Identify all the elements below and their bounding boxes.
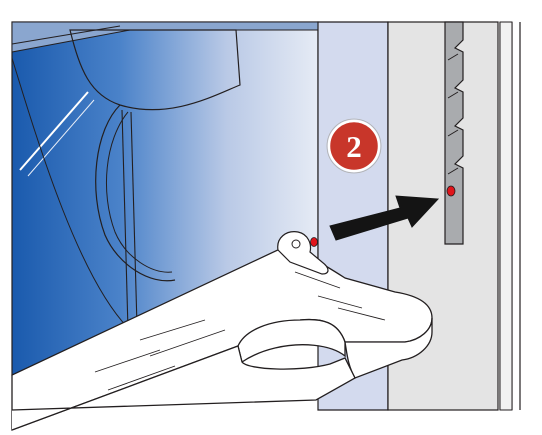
cabinet-rod-left [121, 109, 129, 331]
glass-reflection-line-2 [27, 99, 95, 177]
step-number-badge: 2 [326, 118, 382, 174]
step-badge-outer-ring [326, 118, 382, 174]
shelf-front-edge [344, 317, 433, 379]
shelf-support-rail [444, 21, 464, 245]
shelf-bracket-clip [277, 231, 329, 275]
cabinet-rod-left-b [130, 111, 138, 327]
cabinet-left-bulge [11, 57, 131, 331]
shelf-surface-texture [94, 271, 386, 391]
step-badge-circle [327, 119, 381, 173]
shelf-cutout [237, 318, 346, 364]
shelf-front-lower [11, 345, 356, 431]
shelf-red-indicator [310, 237, 318, 247]
rail-red-indicator [446, 185, 456, 197]
cabinet-top-line [11, 25, 121, 45]
shelf [11, 231, 433, 431]
cabinet-curved-fixture [69, 29, 241, 111]
cabinet-fixture-loop [95, 104, 176, 282]
rail-slot-1 [447, 53, 459, 175]
cabinet-fixture-loop-inner [106, 111, 173, 273]
arrow-right-icon [329, 195, 440, 241]
step-number-label: 2 [346, 129, 362, 164]
shelf-bracket-hole [291, 239, 301, 249]
rail-column-strip [499, 21, 513, 411]
glass-reflection-line [19, 91, 89, 171]
